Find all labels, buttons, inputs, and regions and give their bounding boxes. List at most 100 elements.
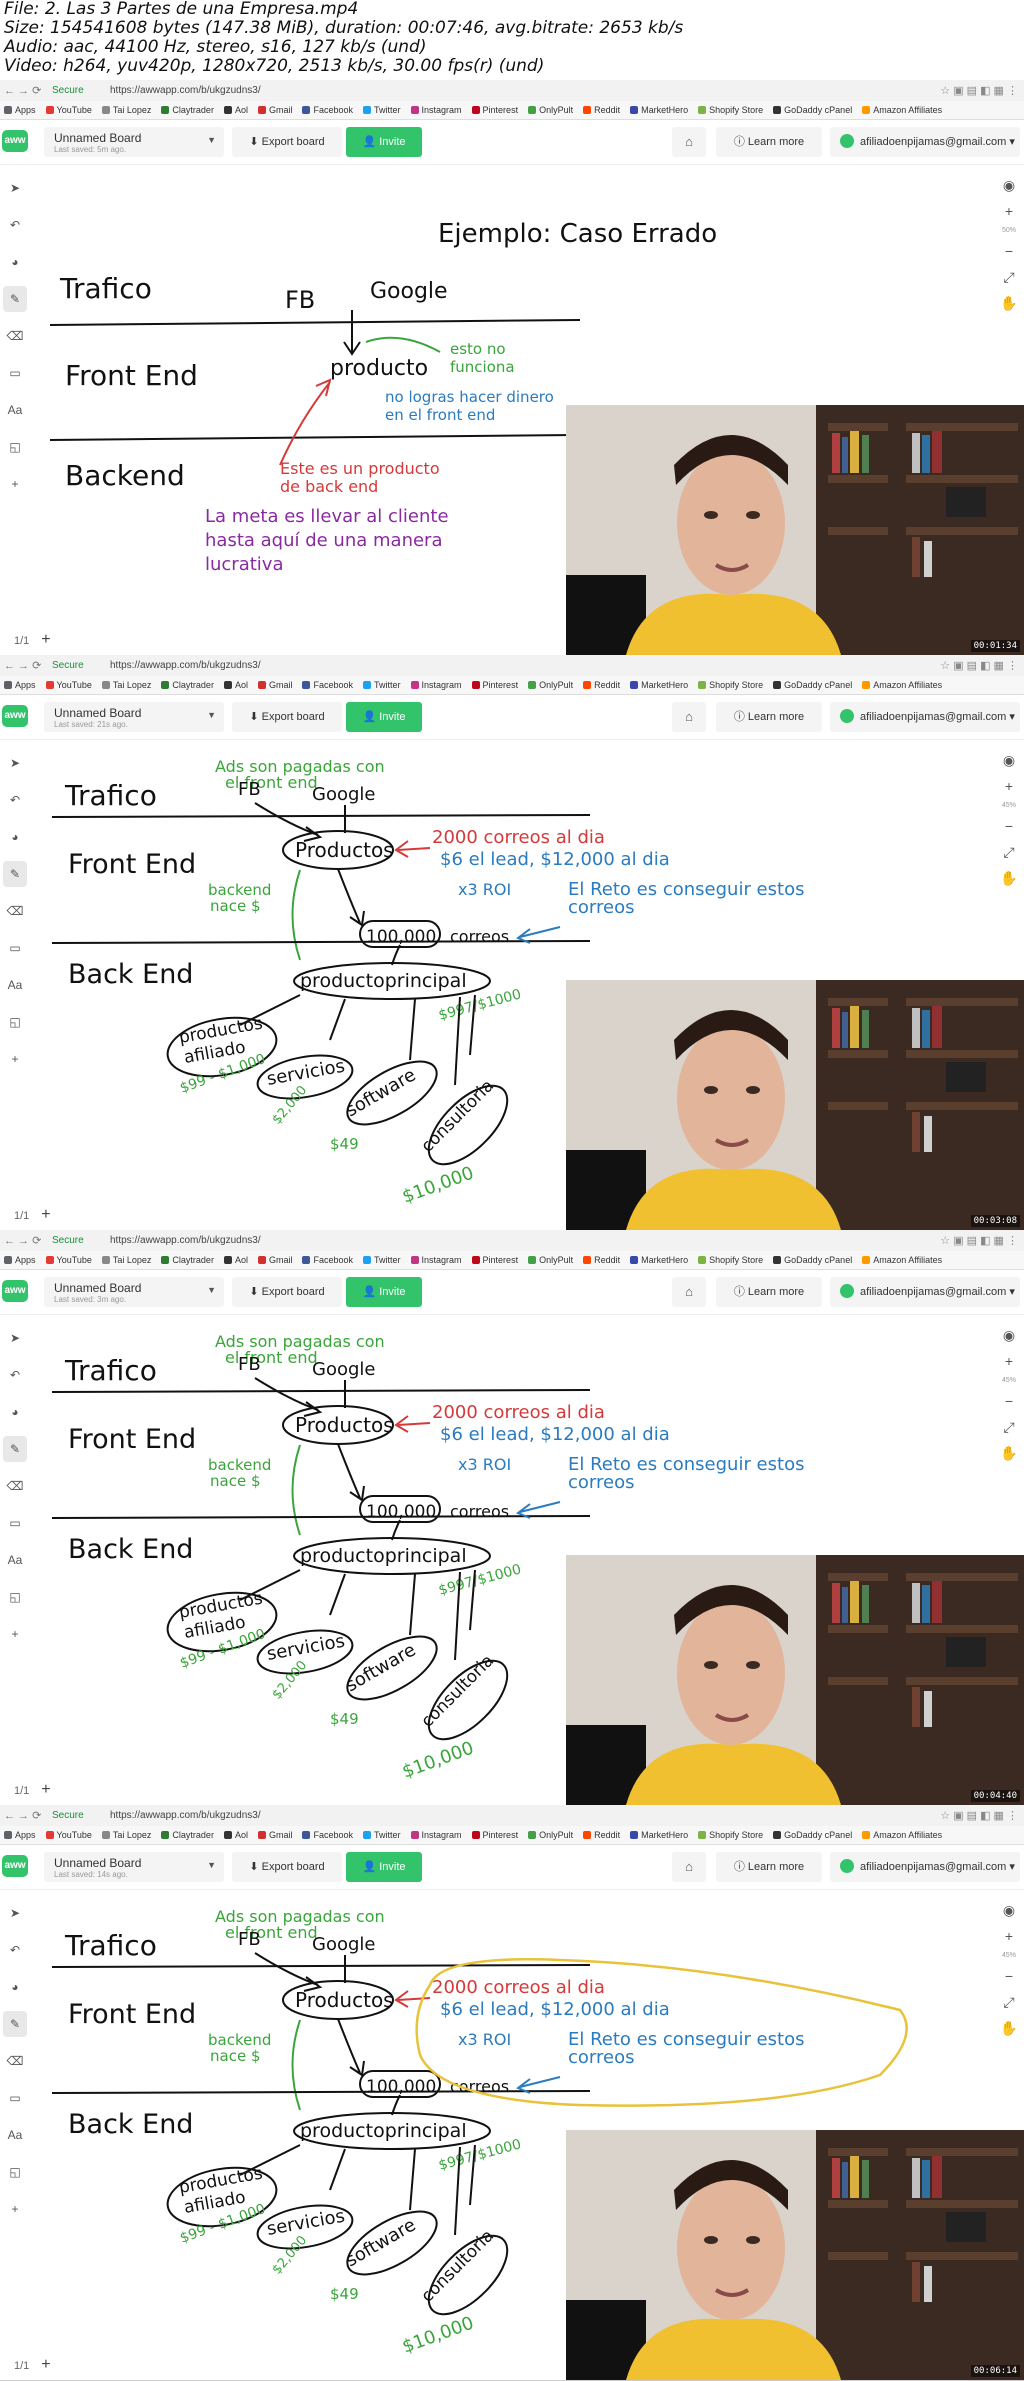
- board-menu[interactable]: Unnamed Board Last saved: 21s ago. ▼: [44, 702, 224, 732]
- account-menu[interactable]: afiliadoenpijamas@gmail.com ▾: [830, 702, 1020, 732]
- shape-icon[interactable]: ▭: [9, 1516, 21, 1530]
- bookmark-item[interactable]: GoDaddy cPanel: [773, 1255, 852, 1265]
- bookmark-item[interactable]: Apps: [4, 1830, 36, 1840]
- bookmark-item[interactable]: Facebook: [302, 105, 353, 115]
- home-icon[interactable]: ⌂: [672, 1277, 706, 1307]
- bookmark-item[interactable]: Twitter: [363, 1830, 401, 1840]
- bookmark-item[interactable]: Tai Lopez: [101, 1830, 151, 1840]
- sticky-note-icon[interactable]: ◱: [9, 440, 21, 454]
- bookmark-item[interactable]: Instagram: [410, 1255, 462, 1265]
- address-bar[interactable]: ← → ⟳ Secure https://awwapp.com/b/ukgzud…: [0, 80, 1024, 102]
- bookmark-item[interactable]: Amazon Affiliates: [862, 680, 942, 690]
- page-indicator[interactable]: 1/1+: [14, 631, 51, 649]
- account-menu[interactable]: afiliadoenpijamas@gmail.com ▾: [830, 127, 1020, 157]
- zoom-in-icon[interactable]: +: [1004, 1353, 1014, 1369]
- undo-icon[interactable]: ↶: [9, 1368, 21, 1382]
- palette-icon[interactable]: ◕: [11, 830, 19, 844]
- invite-button[interactable]: 👤 Invite: [346, 702, 422, 732]
- eye-icon[interactable]: ◉: [1002, 1327, 1016, 1343]
- sticky-note-icon[interactable]: ◱: [9, 1590, 21, 1604]
- fit-icon[interactable]: ⤢: [1003, 844, 1015, 860]
- bookmark-item[interactable]: Amazon Affiliates: [862, 105, 942, 115]
- fit-icon[interactable]: ⤢: [1003, 1419, 1015, 1435]
- bookmark-item[interactable]: Apps: [4, 680, 36, 690]
- eraser-icon[interactable]: ⌫: [6, 2054, 24, 2068]
- board-menu[interactable]: Unnamed Board Last saved: 5m ago. ▼: [44, 127, 224, 157]
- undo-icon[interactable]: ↶: [9, 793, 21, 807]
- nav-arrows-icon[interactable]: ← → ⟳: [4, 660, 42, 672]
- bookmark-item[interactable]: Shopify Store: [698, 105, 763, 115]
- add-icon[interactable]: +: [11, 477, 19, 491]
- add-page-icon[interactable]: +: [41, 1781, 51, 1798]
- bookmark-item[interactable]: Shopify Store: [698, 1830, 763, 1840]
- bookmark-item[interactable]: Instagram: [410, 680, 462, 690]
- board-menu[interactable]: Unnamed Board Last saved: 14s ago. ▼: [44, 1852, 224, 1882]
- bookmark-item[interactable]: MarketHero: [630, 680, 688, 690]
- bookmark-item[interactable]: YouTube: [45, 680, 92, 690]
- board-menu[interactable]: Unnamed Board Last saved: 3m ago. ▼: [44, 1277, 224, 1307]
- url-text[interactable]: https://awwapp.com/b/ukgzudns3/: [110, 1235, 261, 1246]
- eraser-icon[interactable]: ⌫: [6, 904, 24, 918]
- bookmark-item[interactable]: Amazon Affiliates: [862, 1255, 942, 1265]
- pen-icon[interactable]: ✎: [3, 2011, 27, 2037]
- extension-icons[interactable]: ☆ ▣ ▤ ◧ ▦ ⋮: [940, 660, 1018, 672]
- pan-hand-icon[interactable]: ✋: [1000, 1445, 1018, 1461]
- bookmark-item[interactable]: Gmail: [257, 1255, 292, 1265]
- bookmark-item[interactable]: Gmail: [257, 1830, 292, 1840]
- bookmark-item[interactable]: Aol: [223, 680, 248, 690]
- fit-icon[interactable]: ⤢: [1003, 269, 1015, 285]
- add-icon[interactable]: +: [11, 1052, 19, 1066]
- bookmark-item[interactable]: Facebook: [302, 1255, 353, 1265]
- bookmark-item[interactable]: Aol: [223, 1830, 248, 1840]
- bookmark-item[interactable]: OnlyPult: [528, 1255, 573, 1265]
- add-icon[interactable]: +: [11, 2202, 19, 2216]
- pan-hand-icon[interactable]: ✋: [1000, 870, 1018, 886]
- bookmark-item[interactable]: Pinterest: [471, 1255, 518, 1265]
- bookmark-item[interactable]: Facebook: [302, 680, 353, 690]
- bookmark-item[interactable]: Claytrader: [161, 680, 214, 690]
- bookmark-item[interactable]: Tai Lopez: [101, 680, 151, 690]
- bookmark-item[interactable]: Claytrader: [161, 105, 214, 115]
- sticky-note-icon[interactable]: ◱: [9, 1015, 21, 1029]
- text-icon[interactable]: Aa: [7, 1553, 23, 1567]
- eye-icon[interactable]: ◉: [1002, 1902, 1016, 1918]
- bookmark-item[interactable]: MarketHero: [630, 105, 688, 115]
- nav-arrows-icon[interactable]: ← → ⟳: [4, 1810, 42, 1822]
- bookmark-item[interactable]: Pinterest: [471, 105, 518, 115]
- eye-icon[interactable]: ◉: [1002, 177, 1016, 193]
- cursor-icon[interactable]: ➤: [9, 1906, 21, 1920]
- text-icon[interactable]: Aa: [7, 978, 23, 992]
- add-page-icon[interactable]: +: [41, 631, 51, 648]
- bookmark-item[interactable]: YouTube: [45, 1255, 92, 1265]
- bookmark-item[interactable]: Pinterest: [471, 1830, 518, 1840]
- bookmark-item[interactable]: Gmail: [257, 105, 292, 115]
- text-icon[interactable]: Aa: [7, 2128, 23, 2142]
- zoom-in-icon[interactable]: +: [1004, 1928, 1014, 1944]
- shape-icon[interactable]: ▭: [9, 2091, 21, 2105]
- zoom-out-icon[interactable]: −: [1004, 818, 1014, 834]
- cursor-icon[interactable]: ➤: [9, 181, 21, 195]
- invite-button[interactable]: 👤 Invite: [346, 127, 422, 157]
- eye-icon[interactable]: ◉: [1002, 752, 1016, 768]
- add-icon[interactable]: +: [11, 1627, 19, 1641]
- eraser-icon[interactable]: ⌫: [6, 1479, 24, 1493]
- aww-logo[interactable]: aww: [2, 1280, 28, 1302]
- learn-more-button[interactable]: ⓘ Learn more: [716, 1852, 822, 1882]
- bookmark-item[interactable]: Shopify Store: [698, 680, 763, 690]
- bookmark-item[interactable]: OnlyPult: [528, 680, 573, 690]
- eraser-icon[interactable]: ⌫: [6, 329, 24, 343]
- add-page-icon[interactable]: +: [41, 1206, 51, 1223]
- home-icon[interactable]: ⌂: [672, 702, 706, 732]
- zoom-out-icon[interactable]: −: [1004, 243, 1014, 259]
- export-board-button[interactable]: ⬇ Export board: [232, 702, 342, 732]
- bookmark-item[interactable]: OnlyPult: [528, 1830, 573, 1840]
- bookmark-item[interactable]: Gmail: [257, 680, 292, 690]
- bookmark-item[interactable]: Claytrader: [161, 1830, 214, 1840]
- bookmark-item[interactable]: Apps: [4, 1255, 36, 1265]
- zoom-in-icon[interactable]: +: [1004, 203, 1014, 219]
- bookmark-item[interactable]: Tai Lopez: [101, 105, 151, 115]
- shape-icon[interactable]: ▭: [9, 366, 21, 380]
- fit-icon[interactable]: ⤢: [1003, 1994, 1015, 2010]
